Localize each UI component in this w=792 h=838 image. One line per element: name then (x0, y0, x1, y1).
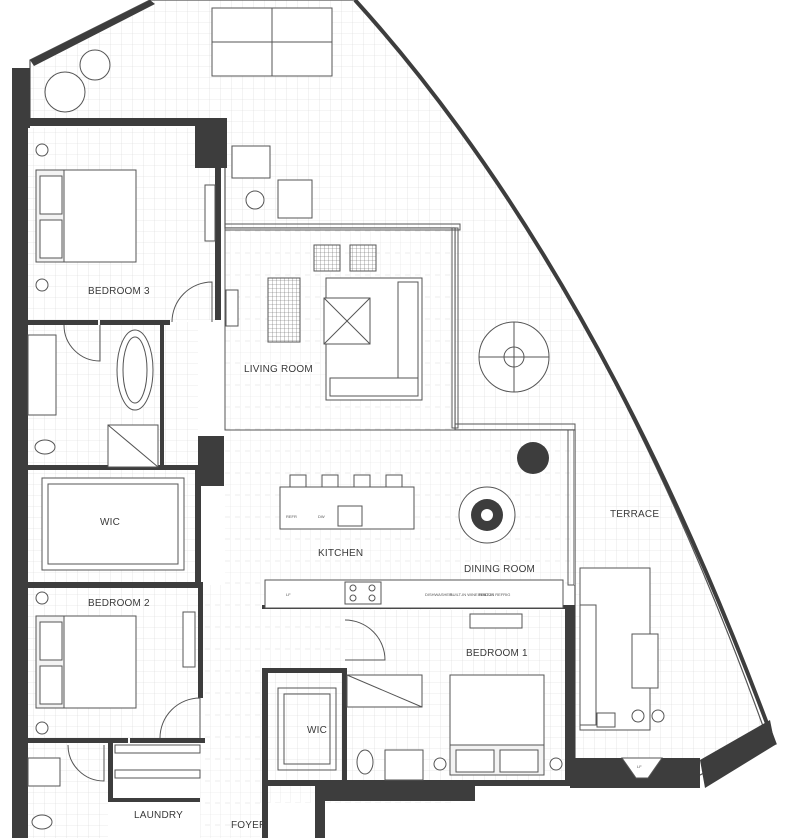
wic-bottom-floor (265, 672, 345, 784)
wall-b3-col (195, 118, 227, 168)
sofa-l-right (397, 281, 419, 393)
wall-foyer-right (262, 780, 268, 838)
living-outline (224, 227, 456, 431)
wall-wic-outer (262, 668, 268, 786)
door-bath (63, 324, 101, 362)
nightstand-b2-2 (35, 721, 49, 735)
dresser-b2 (182, 611, 196, 668)
wall-b1-right (565, 605, 575, 785)
label-dw: DW (318, 514, 325, 519)
label-dining: DINING ROOM (464, 564, 535, 575)
bench (267, 277, 301, 343)
wall-bath-right (160, 325, 164, 470)
side-table-round (79, 49, 111, 81)
tv-unit (225, 289, 239, 327)
wall-bottom-bar (315, 785, 475, 801)
wall-wic-right (195, 470, 201, 585)
label-bedroom3: BEDROOM 3 (88, 286, 150, 297)
cooktop (344, 581, 382, 605)
label-laundry: LAUNDRY (134, 810, 183, 821)
side-table-2 (245, 190, 265, 210)
wall-wic-mid (342, 668, 347, 786)
vanity (27, 334, 57, 416)
door-b3 (171, 281, 213, 323)
kitchen-counter (264, 579, 564, 609)
vanity-b1 (384, 749, 424, 781)
vanity-b2 (27, 757, 61, 787)
foyer-floor (200, 585, 260, 838)
lounge-chair (44, 71, 86, 113)
wic-bottom-closet (277, 687, 337, 771)
wall-laundry-bottom (108, 798, 200, 802)
terrace-lf (621, 757, 663, 779)
wall-b3-right (215, 168, 221, 320)
dining-plant (517, 442, 549, 474)
door-b1 (344, 619, 386, 661)
wall-b2-right (198, 588, 203, 698)
wall-laundry-left (108, 742, 113, 802)
toilet-b2 (31, 814, 53, 830)
wall-corner-nw (30, 0, 155, 66)
label-bedroom1: BEDROOM 1 (466, 648, 528, 659)
wic-top-closet (41, 477, 185, 571)
label-bedroom2: BEDROOM 2 (88, 598, 150, 609)
wall-b1-bottom (262, 780, 572, 786)
armchair-2 (277, 179, 313, 219)
ottoman-2 (349, 244, 377, 272)
terrace-coffee-table (631, 633, 659, 689)
wall-corner-se (700, 720, 775, 788)
wall-wic-bottom (28, 582, 203, 588)
toilet-b3 (34, 439, 56, 455)
door-b2 (159, 697, 201, 739)
window-dining-right (567, 429, 575, 586)
wall-b3-top (28, 118, 198, 126)
dresser-b3 (204, 184, 216, 242)
toilet-b1 (356, 749, 374, 775)
label-wine: BUILT-IN WINE FRIDGE (450, 592, 494, 597)
door-foyer (67, 744, 105, 782)
ottoman-1 (313, 244, 341, 272)
sofa-l-bottom (329, 377, 419, 397)
label-lf: LF (286, 592, 291, 597)
wall-left-outer (12, 68, 28, 838)
label-refr: REFR (286, 514, 297, 519)
wall-b2-bottom (28, 738, 128, 743)
wall-bottom-col (315, 785, 325, 838)
wall-wic-topline (262, 668, 347, 673)
wall-b3-bottom (28, 320, 98, 325)
label-wic-bottom: WIC (307, 725, 327, 736)
wall-col-mid (198, 436, 224, 486)
label-living: LIVING ROOM (244, 364, 313, 375)
laundry-shelf (114, 744, 201, 754)
label-lf-terrace: LF (637, 764, 642, 769)
terrace-edge (353, 0, 777, 746)
dresser-b1 (469, 613, 523, 629)
nightstand-b3-2 (35, 278, 49, 292)
nightstand-b2-1 (35, 591, 49, 605)
nightstand-b3-1 (35, 143, 49, 157)
armchair-1 (231, 145, 271, 179)
label-terrace: TERRACE (610, 509, 659, 520)
label-dishwasher: DISHWASHER (425, 592, 452, 597)
wall-b3-bottom2 (100, 320, 170, 325)
label-refrig: BUILT-IN REFRIG (478, 592, 510, 597)
wall-left-top (12, 68, 30, 128)
label-wic-top: WIC (100, 517, 120, 528)
window-dining-top (454, 423, 576, 431)
window-living-top (224, 223, 461, 231)
label-kitchen: KITCHEN (318, 548, 363, 559)
label-foyer: FOYER (231, 820, 266, 831)
wall-b2-bottom2 (130, 738, 205, 743)
